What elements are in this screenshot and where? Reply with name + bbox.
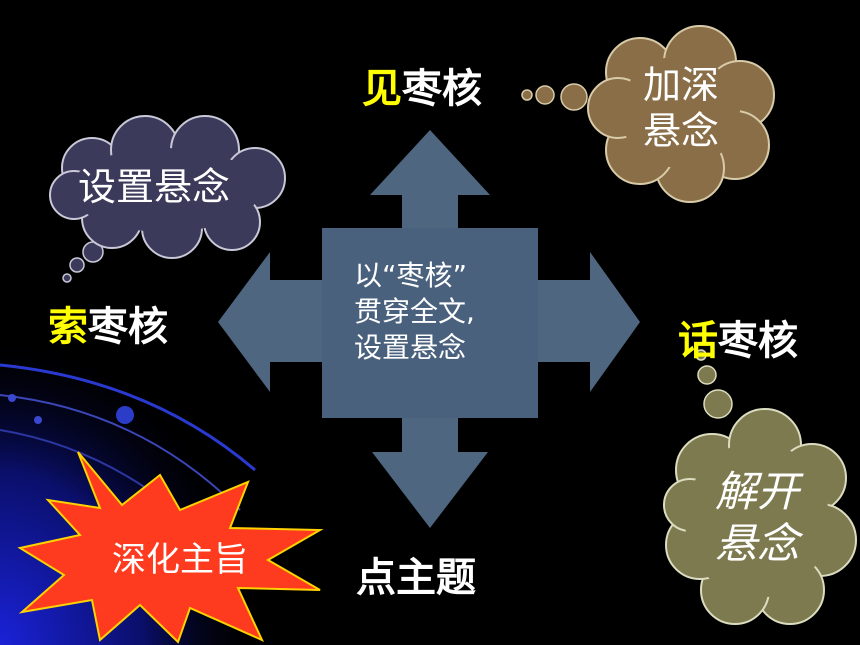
label-seek-jujube-pit: 索枣核: [48, 294, 168, 352]
label-seek-highlight: 索: [48, 304, 88, 350]
cloud-top-right-line-1: 加深: [642, 63, 719, 107]
center-text: 以“枣核” 贯穿全文, 设置悬念: [354, 258, 534, 366]
cloud-bottom-right-line-1: 解开: [714, 467, 799, 516]
four-way-arrow: [218, 130, 640, 528]
label-talk-rest: 枣核: [718, 318, 798, 364]
cloud-top-left-text: 设置悬念: [78, 165, 231, 209]
cloud-bottom-right-text: 解开 悬念: [702, 466, 812, 570]
starburst: [17, 451, 324, 644]
cloud-bottom-right: [663, 349, 857, 625]
label-talk-jujube-pit: 话枣核: [678, 308, 798, 366]
label-point-theme: 点主题: [356, 555, 476, 601]
cloud-top-left: [49, 115, 286, 283]
center-line-2: 贯穿全文,: [354, 295, 475, 328]
center-line-1: 以“枣核”: [354, 259, 468, 292]
center-line-3: 设置悬念: [354, 331, 467, 364]
label-see-jujube-pit: 见枣核: [362, 56, 482, 114]
cloud-top-right-line-2: 悬念: [642, 109, 719, 153]
label-seek-rest: 枣核: [88, 304, 168, 350]
cloud-top-right: [521, 25, 775, 203]
cloud-bottom-right-line-2: 悬念: [714, 519, 799, 568]
cloud-top-right-text: 加深 悬念: [640, 62, 722, 154]
burst-text: 深化主旨: [112, 540, 248, 580]
label-see-rest: 枣核: [402, 66, 482, 112]
label-talk-highlight: 话: [678, 318, 718, 364]
label-see-highlight: 见: [362, 66, 402, 112]
